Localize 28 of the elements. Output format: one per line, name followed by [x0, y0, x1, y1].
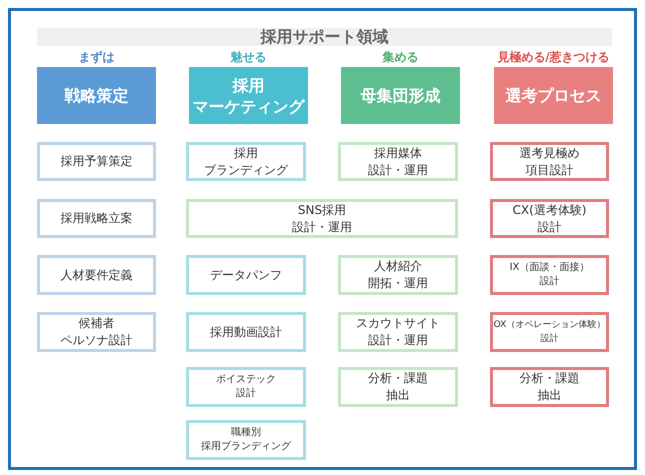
item-box: 分析・課題抽出 [490, 367, 609, 407]
item-box: CX(選考体験)設計 [490, 199, 609, 238]
item-box: 採用戦略立案 [37, 199, 156, 238]
item-box: 採用媒体設計・運用 [338, 142, 458, 181]
item-box: 候補者ペルソナ設計 [37, 312, 156, 352]
item-box: 人材要件定義 [37, 255, 156, 295]
item-box: 分析・課題抽出 [338, 367, 458, 407]
item-box: 採用動画設計 [186, 312, 306, 352]
category-header: 選考プロセス [494, 67, 613, 124]
item-box: 選考見極め項目設計 [490, 142, 609, 181]
item-box: データパンフ [186, 255, 306, 295]
item-box: ボイステック設計 [186, 367, 306, 407]
category-header: 採用マーケティング [189, 67, 308, 124]
column-label: 集める [382, 49, 420, 66]
column-label: 見極める/惹きつける [496, 49, 611, 66]
category-header: 母集団形成 [341, 67, 460, 124]
item-box: スカウトサイト設計・運用 [338, 312, 458, 352]
column-label: 魅せる [229, 49, 268, 66]
title-band: 採用サポート領域 [37, 28, 612, 46]
item-box: IX（面談・面接）設計 [490, 255, 609, 295]
item-box: SNS採用設計・運用 [186, 199, 458, 238]
column-label: まずは [78, 49, 116, 66]
item-box: 職種別採用ブランディング [186, 420, 306, 460]
item-box: 人材紹介開拓・運用 [338, 255, 458, 295]
item-box: 採用予算策定 [37, 142, 156, 181]
item-box: 採用ブランディング [186, 142, 306, 181]
item-box: OX（オペレーション体験）設計 [490, 312, 609, 352]
category-header: 戦略策定 [37, 67, 156, 124]
